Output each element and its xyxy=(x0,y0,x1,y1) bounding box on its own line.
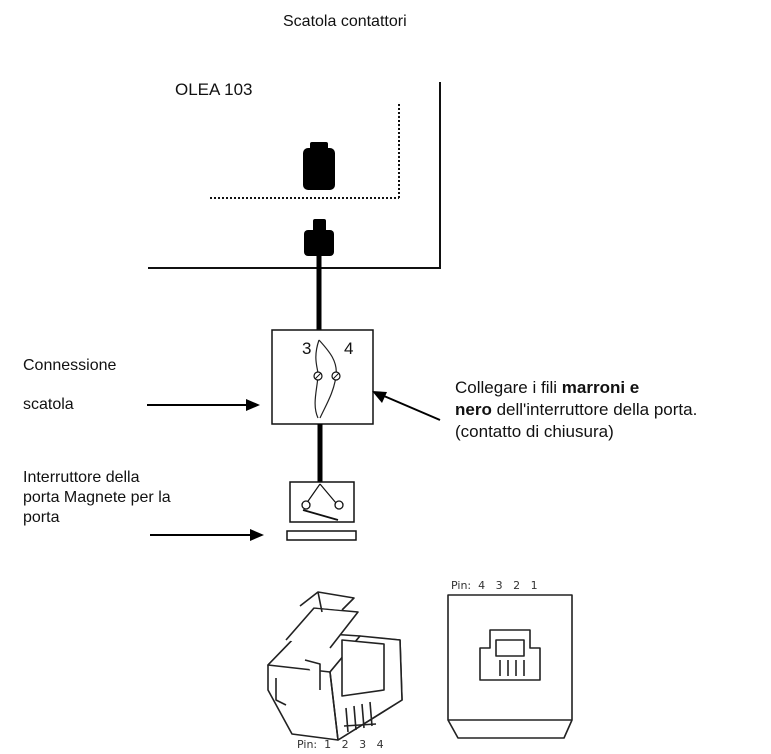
instruction-line3: (contatto di chiusura) xyxy=(455,422,614,441)
socket-pin-label: Pin: 4 3 2 1 xyxy=(451,579,538,592)
switch-label-line1: Interruttore della xyxy=(23,469,140,486)
terminal-screw-4-icon xyxy=(331,371,341,381)
instruction-line1: Collegare i fili marroni e xyxy=(455,378,639,398)
device-label: OLEA 103 xyxy=(175,80,253,99)
diagram-title: Scatola contattori xyxy=(283,13,407,30)
plug-pin-label: Pin: 1 2 3 4 xyxy=(297,738,384,751)
instruction-bold-1: marroni e xyxy=(561,378,640,397)
terminal-3-label: 3 xyxy=(302,339,312,358)
switch-contact-left xyxy=(301,500,311,510)
junction-label-line2: scatola xyxy=(23,396,74,413)
olea-jack-icon xyxy=(303,142,335,190)
switch-blade xyxy=(302,509,339,521)
instruction-line2: nero dell'interruttore della porta. xyxy=(455,400,697,420)
instruction-bold-2: nero xyxy=(455,400,492,419)
switch-wire-left xyxy=(305,483,321,505)
rj-socket-illustration xyxy=(447,594,573,739)
switch-label-line3: porta xyxy=(23,509,60,526)
rj-plug-illustration xyxy=(267,591,403,741)
instruction-prefix: Collegare i fili xyxy=(455,378,562,397)
switch-contact-right xyxy=(334,500,344,510)
switch-wire-right xyxy=(319,483,337,504)
arrow-instruction xyxy=(372,391,441,421)
arrow-junction-label xyxy=(147,399,260,411)
door-magnet xyxy=(286,530,357,541)
switch-label-line2: porta Magnete per la xyxy=(23,489,171,506)
junction-label-line1: Connessione xyxy=(23,357,117,374)
terminal-screw-3-icon xyxy=(313,371,323,381)
junction-box xyxy=(271,329,374,425)
terminal-4-label: 4 xyxy=(344,339,354,358)
arrow-switch-label xyxy=(150,529,264,541)
cable-plug-icon xyxy=(304,219,334,256)
instruction-rest: dell'interruttore della porta. xyxy=(491,400,698,419)
